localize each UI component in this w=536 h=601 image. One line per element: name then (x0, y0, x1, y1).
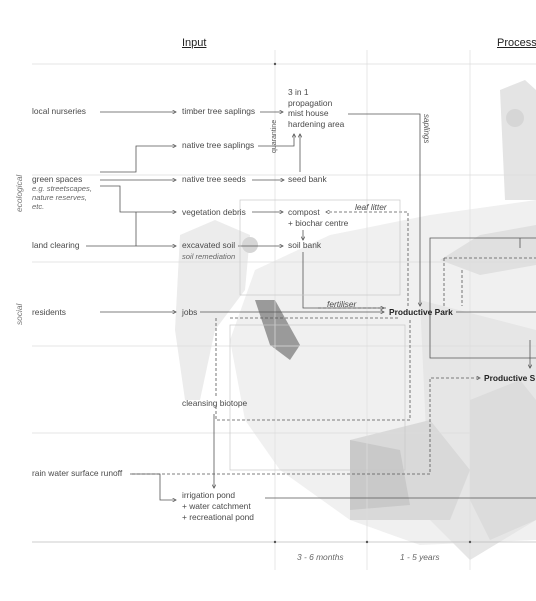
propagation-line-1: 3 in 1 (288, 87, 309, 97)
timeline-1-5-years: 1 - 5 years (400, 552, 440, 562)
propagation-line-4: hardening area (288, 118, 345, 129)
header-process: Process (497, 37, 536, 49)
item-native-seeds: native tree seeds (182, 174, 246, 184)
seed-bank: seed bank (288, 174, 327, 184)
input-residents: residents (32, 307, 66, 317)
item-water-catchment: + water catchment (182, 501, 251, 511)
header-input: Input (182, 37, 207, 49)
quarantine-label: quarantine (271, 119, 278, 153)
propagation-line-3: mist house (288, 108, 329, 118)
compost: compost (288, 207, 320, 217)
green-spaces-note-1: e.g. streetscapes, (32, 184, 92, 193)
item-jobs: jobs (182, 307, 198, 317)
side-label-ecological: ecological (14, 174, 24, 212)
item-native-saplings: native tree saplings (182, 140, 255, 150)
productive-park: Productive Park (389, 307, 453, 317)
input-rain-water: rain water surface runoff (32, 468, 123, 478)
item-recreational-pond: + recreational pond (182, 512, 254, 522)
input-green-spaces: green spaces (32, 174, 83, 184)
leaf-litter-label: leaf litter (355, 202, 387, 212)
timeline-3-6-months: 3 - 6 months (297, 552, 344, 562)
side-label-social: social (14, 303, 24, 325)
item-cleansing-biotope: cleansing biotope (182, 398, 248, 408)
item-irrigation-pond: irrigation pond (182, 490, 236, 500)
propagation-line-2: propagation (288, 97, 333, 108)
item-excavated-soil: excavated soil (182, 240, 236, 250)
green-spaces-note-3: etc. (32, 202, 45, 211)
item-soil-remediation: soil remediation (182, 252, 236, 261)
input-land-clearing: land clearing (32, 240, 80, 250)
item-vegetation-debris: vegetation debris (182, 207, 246, 217)
fertiliser-label: fertiliser (327, 299, 357, 309)
biochar-centre: + biochar centre (288, 218, 349, 228)
input-local-nurseries: local nurseries (32, 106, 86, 116)
item-timber-saplings: timber tree saplings (182, 106, 256, 116)
soil-bank: soil bank (288, 240, 322, 250)
productive-s: Productive S (484, 373, 536, 383)
saplings-label: saplings (422, 114, 431, 144)
green-spaces-note-2: nature reserves, (32, 193, 87, 202)
